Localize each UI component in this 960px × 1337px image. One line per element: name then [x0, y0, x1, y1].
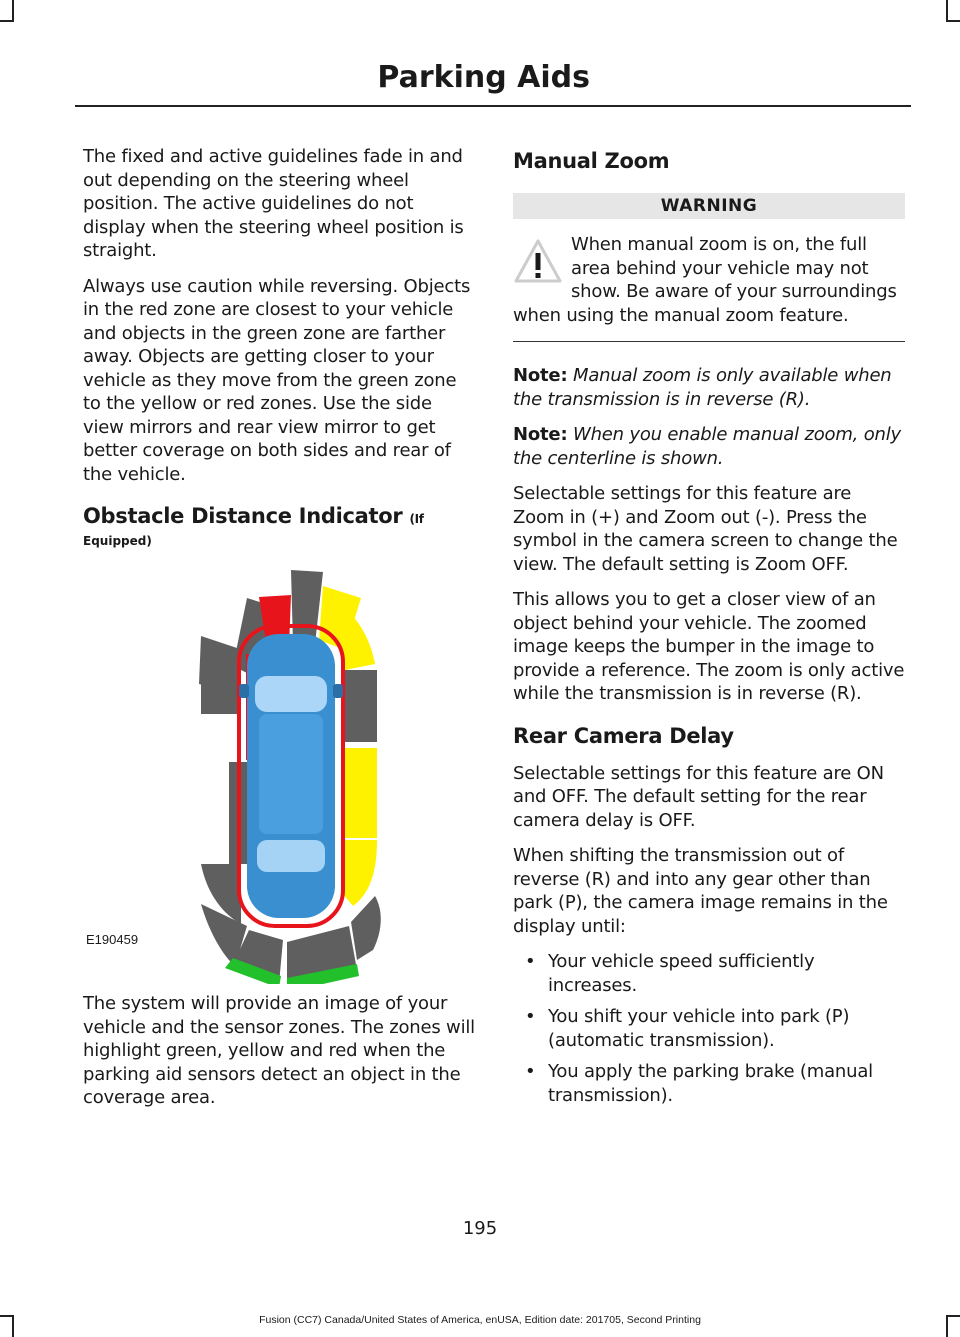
figure-id: E190459 — [86, 932, 139, 947]
paragraph-selectable-zoom: Selectable settings for this feature are… — [513, 483, 898, 575]
heading-manual-zoom: Manual Zoom — [513, 149, 670, 173]
warning-triangle-icon — [514, 239, 562, 283]
list-item: • You shift your vehicle into park (P) (a… — [513, 1005, 905, 1052]
page-header-title: Parking Aids — [377, 60, 590, 95]
note-label: Note: — [513, 365, 568, 386]
paragraph-guidelines: The fixed and active guidelines fade in … — [83, 146, 464, 261]
zone-right-front — [341, 670, 377, 742]
bullet-icon: • — [525, 1061, 536, 1082]
heading-obstacle-text: Obstacle Distance Indicator — [83, 504, 403, 528]
zone-front-4 — [291, 570, 323, 644]
heading-rear-camera-delay: Rear Camera Delay — [513, 723, 734, 748]
crop-mark — [946, 0, 948, 20]
zone-left-rear — [201, 864, 241, 924]
right-column: Manual Zoom WARNING When manual zoom is … — [513, 145, 905, 1115]
crop-mark — [0, 1315, 14, 1317]
header-rule — [75, 105, 911, 107]
crop-mark — [12, 0, 14, 20]
zone-right-mid-yellow — [343, 748, 377, 838]
delay-conditions-list: • Your vehicle speed sufficiently increas… — [513, 950, 905, 1107]
note-text: Manual zoom is only available when the t… — [513, 365, 892, 410]
list-item-text: You shift your vehicle into park (P) (au… — [548, 1006, 850, 1051]
car-rear-window — [257, 840, 325, 872]
zone-left-mid-1 — [201, 648, 241, 714]
list-item-text: Your vehicle speed sufficiently increase… — [548, 951, 815, 996]
warning-bar: WARNING — [513, 193, 905, 219]
left-column: The fixed and active guidelines fade in … — [83, 145, 475, 1122]
zone-rear-1 — [201, 904, 247, 966]
crop-mark — [946, 1317, 948, 1337]
warning-rule — [513, 341, 905, 342]
car-side-mirror-right — [333, 684, 343, 698]
heading-obstacle-distance: Obstacle Distance Indicator (If — [83, 504, 475, 528]
bullet-icon: • — [525, 1006, 536, 1027]
paragraph-delay-settings: Selectable settings for this feature are… — [513, 762, 884, 831]
note-manual-zoom-reverse: Note: Manual zoom is only available when… — [513, 364, 905, 411]
crop-mark — [946, 1315, 960, 1317]
page-footer: Fusion (CC7) Canada/United States of Ame… — [259, 1314, 701, 1326]
list-item: • You apply the parking brake (manual tra… — [513, 1060, 905, 1107]
paragraph-shifting: When shifting the transmission out of re… — [513, 845, 888, 937]
list-item-text: You apply the parking brake (manual tran… — [548, 1061, 873, 1106]
paragraph-system-image: The system will provide an image of your… — [83, 993, 475, 1108]
sensor-zone-diagram — [199, 570, 381, 984]
car-side-mirror-left — [239, 684, 249, 698]
note-centerline: Note: When you enable manual zoom, only … — [513, 423, 905, 470]
car-roof — [259, 714, 323, 834]
zone-rear-2-green — [225, 958, 281, 984]
page-number: 195 — [462, 1218, 498, 1239]
crop-mark — [946, 20, 960, 22]
crop-mark — [0, 20, 14, 22]
zone-rear-3-green — [287, 964, 359, 984]
note-label: Note: — [513, 424, 568, 445]
obstacle-distance-figure — [83, 564, 475, 984]
list-item: • Your vehicle speed sufficiently increas… — [513, 950, 905, 997]
zone-rear-4 — [351, 896, 381, 960]
warning-box: When manual zoom is on, the full area be… — [513, 233, 905, 327]
car-outline — [237, 624, 345, 928]
note-text: When you enable manual zoom, only the ce… — [513, 424, 901, 469]
bullet-icon: • — [525, 951, 536, 972]
paragraph-zoom-closer: This allows you to get a closer view of … — [513, 589, 905, 704]
warning-text: When manual zoom is on, the full area be… — [513, 234, 897, 326]
heading-equipped-suffix: Equipped) — [83, 534, 152, 548]
heading-if-suffix: (If — [409, 512, 424, 526]
crop-mark — [12, 1317, 14, 1337]
car-windshield — [255, 676, 327, 712]
zone-rear-2 — [233, 930, 283, 984]
zone-front-6-yellow — [335, 606, 375, 670]
paragraph-caution: Always use caution while reversing. Obje… — [83, 275, 471, 485]
zone-right-rear-yellow — [343, 840, 377, 906]
